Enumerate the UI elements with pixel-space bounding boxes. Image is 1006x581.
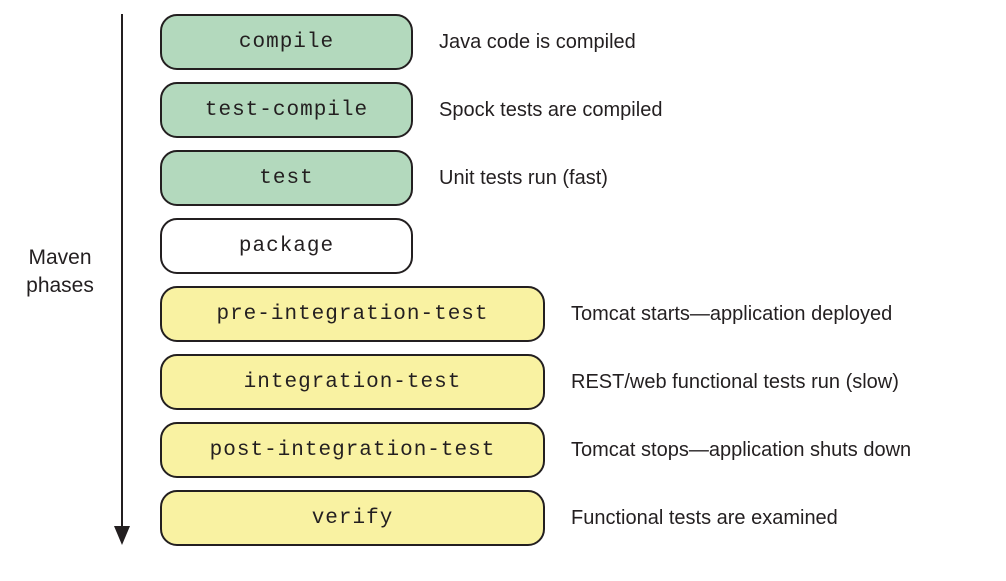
phase-box-verify: verify (160, 490, 545, 546)
phase-row-post-integration-test: post-integration-test Tomcat stops—appli… (160, 422, 911, 478)
phase-row-pre-integration-test: pre-integration-test Tomcat starts—appli… (160, 286, 911, 342)
phase-box-integration-test: integration-test (160, 354, 545, 410)
arrow-down-icon (114, 526, 130, 545)
phase-row-integration-test: integration-test REST/web functional tes… (160, 354, 911, 410)
phase-description: Java code is compiled (439, 30, 636, 53)
phase-label: verify (311, 506, 394, 530)
phase-row-package: package (160, 218, 911, 274)
phase-description: Unit tests run (fast) (439, 166, 608, 189)
phase-box-test-compile: test-compile (160, 82, 413, 138)
phase-rows: compile Java code is compiled test-compi… (160, 14, 911, 558)
phase-box-test: test (160, 150, 413, 206)
phase-description: Spock tests are compiled (439, 98, 663, 121)
phase-row-test-compile: test-compile Spock tests are compiled (160, 82, 911, 138)
phase-description: REST/web functional tests run (slow) (571, 370, 899, 393)
phase-box-package: package (160, 218, 413, 274)
phase-description: Functional tests are examined (571, 506, 838, 529)
phase-box-pre-integration-test: pre-integration-test (160, 286, 545, 342)
phase-box-compile: compile (160, 14, 413, 70)
side-label-line1: Maven (28, 246, 92, 269)
side-label-line2: phases (26, 274, 94, 297)
phase-box-post-integration-test: post-integration-test (160, 422, 545, 478)
phase-label: compile (238, 30, 335, 54)
phase-row-test: test Unit tests run (fast) (160, 150, 911, 206)
phase-label: package (238, 234, 335, 258)
phase-description: Tomcat stops—application shuts down (571, 438, 912, 461)
phase-label: integration-test (243, 370, 462, 394)
phases-arrow-line (121, 14, 123, 528)
phase-row-compile: compile Java code is compiled (160, 14, 911, 70)
side-label: Maven phases (8, 244, 112, 300)
phase-description: Tomcat starts—application deployed (571, 302, 893, 325)
phase-label: test (259, 166, 314, 190)
phase-label: test-compile (204, 98, 369, 122)
phase-label: post-integration-test (209, 438, 496, 462)
phase-label: pre-integration-test (216, 302, 489, 326)
phase-row-verify: verify Functional tests are examined (160, 490, 911, 546)
